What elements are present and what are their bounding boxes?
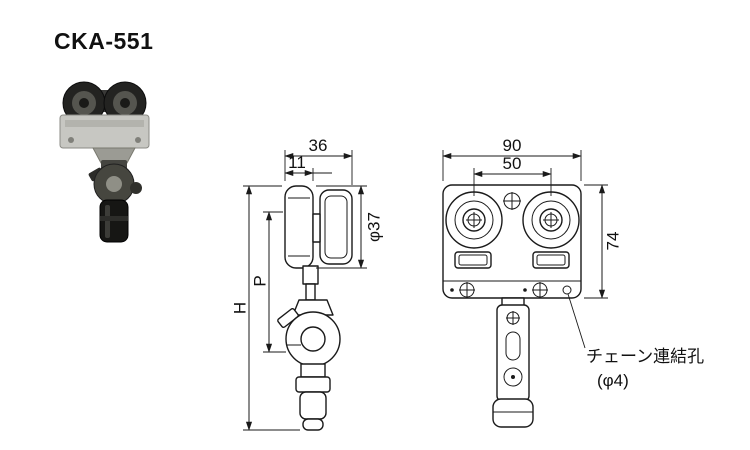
chain-hole-annotation: チェーン連結孔 (φ4) [567,293,704,390]
front-view-part [442,184,582,428]
side-view-part [277,185,353,431]
dim-pitch-P: P [251,275,270,286]
model-number-title: CKA-551 [54,28,154,54]
chain-hole-label: チェーン連結孔 [586,347,704,366]
chain-hole-diameter: (φ4) [597,371,629,390]
slot-right [532,251,570,269]
side-view-dimensions: 36 11 φ37 H P [231,136,384,431]
dim-height-H: H [231,302,250,314]
product-photo [59,81,150,243]
dim-offset-11: 11 [288,153,306,172]
dim-wheel-dia-phi37: φ37 [365,212,384,242]
front-view-dimensions: 90 50 74 [442,136,623,299]
dim-height-74: 74 [604,232,623,251]
dim-width-36: 36 [309,136,328,155]
top-screw [503,192,521,210]
slot-left [454,251,492,269]
chain-hole [562,285,572,295]
bottom-screw-left [459,282,475,298]
lower-bracket [492,297,534,428]
photo-body [59,114,150,149]
side-view: 36 11 φ37 H P [231,136,384,431]
bottom-screw-right [532,282,548,298]
dim-width-90: 90 [503,136,522,155]
dim-pitch-50: 50 [503,154,522,173]
front-view: 90 50 74 チェーン連結孔 (φ4) [442,136,704,428]
